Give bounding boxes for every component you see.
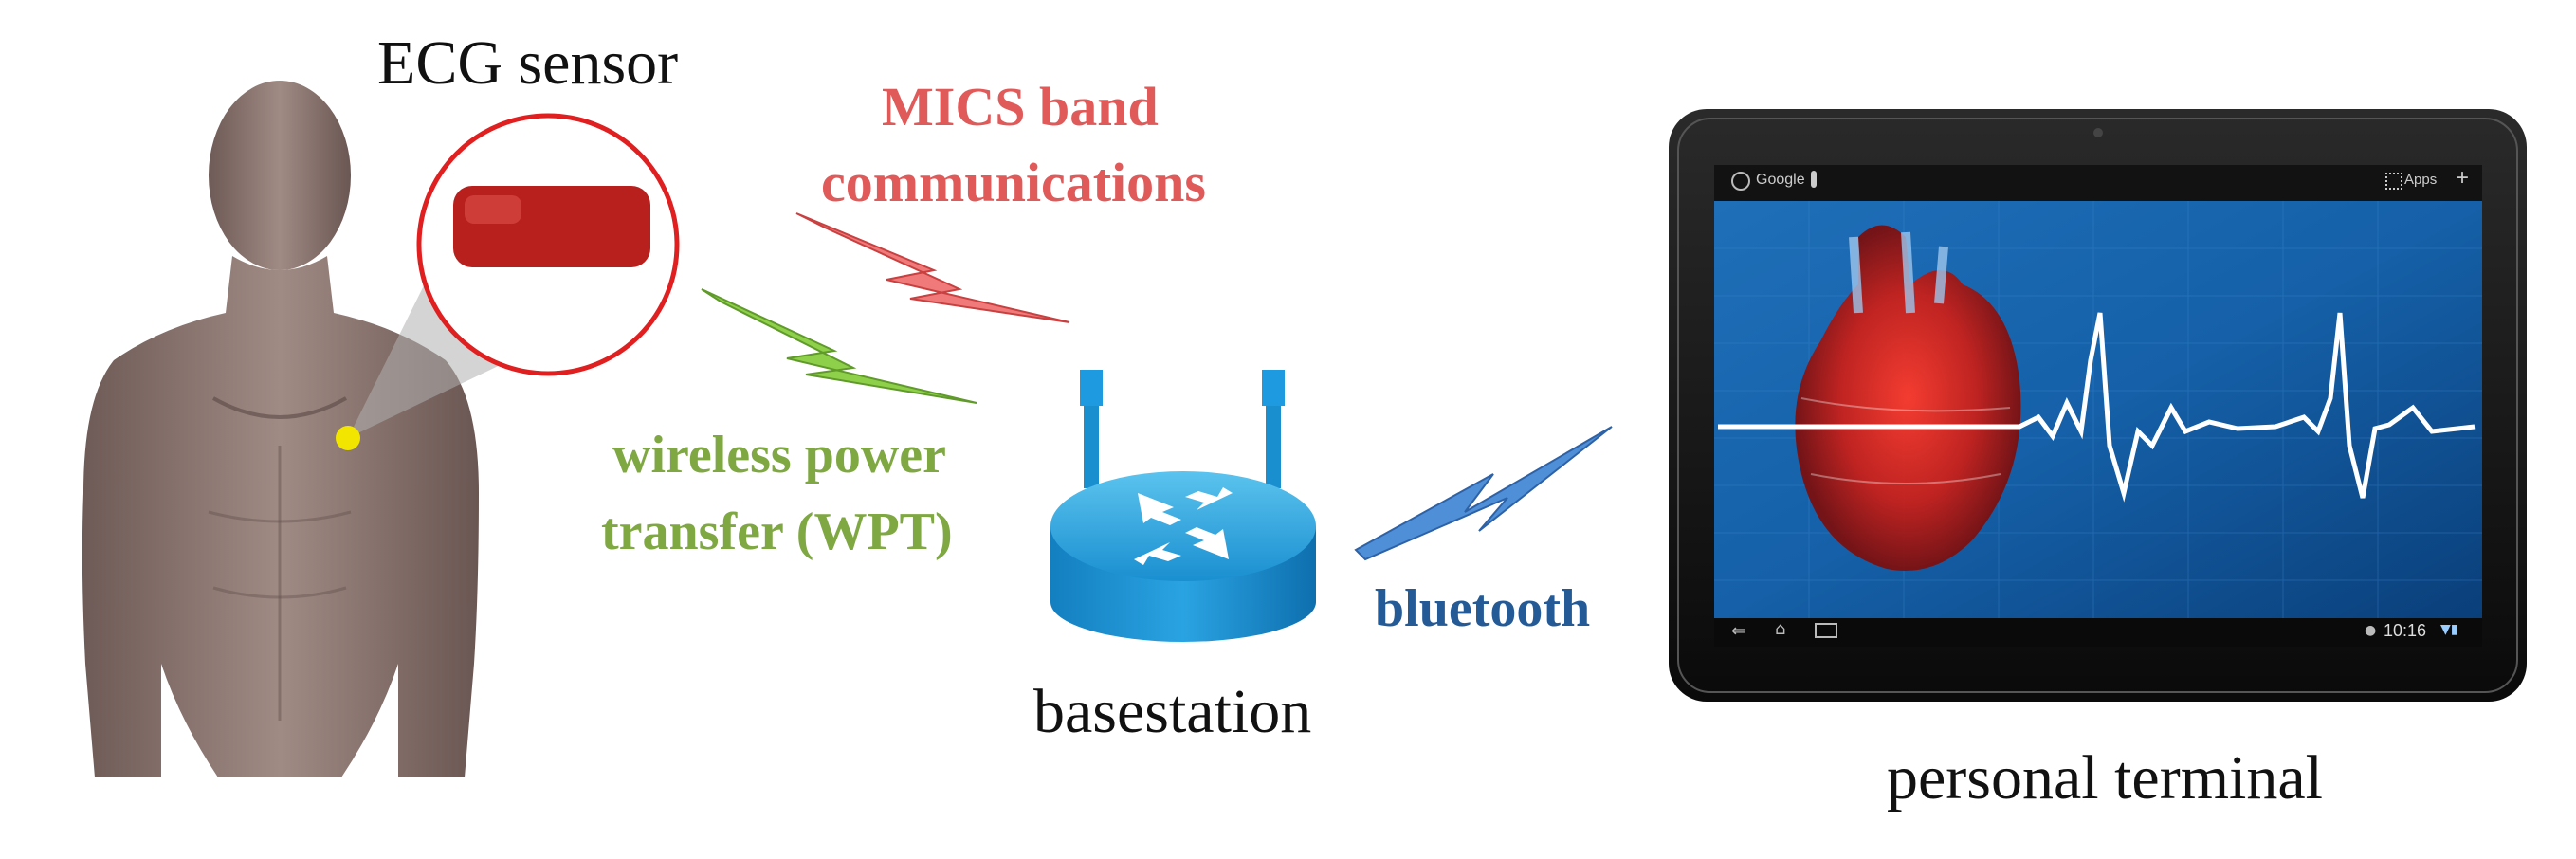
camera-icon (2093, 128, 2103, 137)
human-body-figure (82, 81, 479, 777)
add-icon[interactable]: + (2456, 165, 2470, 191)
ecg-sensor-label: ECG sensor (377, 28, 679, 98)
home-icon[interactable]: ⌂ (1775, 619, 1786, 639)
status-clock: 10:16 (2384, 621, 2427, 640)
callout-beam (348, 242, 559, 438)
mics-band-label-line1: MICS band (882, 76, 1159, 137)
sensor-position-dot (336, 426, 360, 450)
personal-terminal-label: personal terminal (1887, 743, 2324, 813)
bluetooth-label: bluetooth (1375, 579, 1591, 638)
tablet-apps-text[interactable]: Apps (2404, 172, 2438, 188)
notification-icon: ● (2365, 623, 2377, 638)
ecg-waveform (1718, 312, 2476, 503)
mics-band-signal-icon (795, 212, 1070, 323)
wpt-label-line1: wireless power (612, 426, 946, 484)
mics-band-label-line2: communications (821, 152, 1206, 213)
apps-grid-icon[interactable] (2385, 173, 2402, 190)
basestation-router-icon (1050, 370, 1316, 642)
bluetooth-signal-icon (1354, 426, 1613, 561)
search-icon[interactable] (1731, 172, 1750, 191)
signal-icon: ▼▮ (2440, 622, 2458, 637)
ecg-sensor-callout (416, 113, 680, 376)
back-icon[interactable]: ⇐ (1731, 621, 1746, 641)
tablet-device (1669, 109, 2527, 702)
basestation-label: basestation (1033, 677, 1312, 746)
microphone-icon[interactable] (1811, 171, 1817, 188)
tablet-search-text[interactable]: Google (1756, 172, 1805, 188)
recent-apps-icon[interactable] (1815, 623, 1837, 638)
wpt-signal-icon (701, 288, 977, 404)
heart-icon (1795, 225, 2021, 571)
wpt-label-line2: transfer (WPT) (601, 503, 953, 561)
